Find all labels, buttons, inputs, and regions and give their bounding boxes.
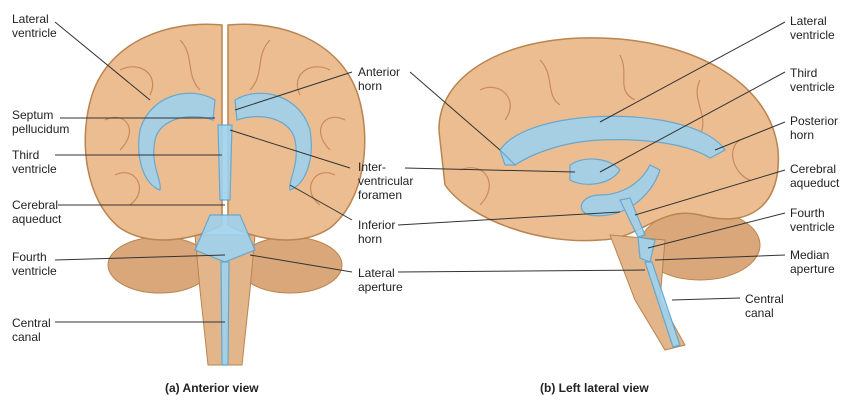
- label-cerebral-aqueduct-lateral: Cerebral aqueduct: [790, 162, 839, 190]
- label-fourth-ventricle-anterior: Fourth ventricle: [12, 250, 57, 278]
- label-fourth-ventricle-lateral: Fourth ventricle: [790, 206, 835, 234]
- central-canal-anterior: [221, 262, 229, 365]
- label-third-ventricle-anterior: Third ventricle: [12, 148, 57, 176]
- label-interventricular-foramen: Inter- ventricular foramen: [358, 160, 413, 202]
- label-cerebral-aqueduct-anterior: Cerebral aqueduct: [12, 198, 61, 226]
- label-third-ventricle-lateral: Third ventricle: [790, 66, 835, 94]
- label-posterior-horn: Posterior horn: [790, 114, 838, 142]
- label-anterior-horn: Anterior horn: [358, 65, 400, 93]
- label-lateral-ventricle-lateral: Lateral ventricle: [790, 14, 835, 42]
- label-lateral-ventricle-anterior: Lateral ventricle: [12, 12, 57, 40]
- third-ventricle: [218, 125, 232, 200]
- label-median-aperture: Median aperture: [790, 248, 835, 276]
- label-lateral-aperture: Lateral aperture: [358, 266, 403, 294]
- label-inferior-horn: Inferior horn: [358, 218, 395, 246]
- anterior-view: [85, 24, 365, 365]
- caption-anterior: (a) Anterior view: [165, 381, 259, 395]
- label-central-canal-lateral: Central canal: [745, 292, 784, 320]
- lateral-view: [439, 38, 778, 350]
- label-septum-pellucidum: Septum pellucidum: [12, 108, 69, 136]
- caption-lateral: (b) Left lateral view: [540, 381, 649, 395]
- label-central-canal-anterior: Central canal: [12, 316, 51, 344]
